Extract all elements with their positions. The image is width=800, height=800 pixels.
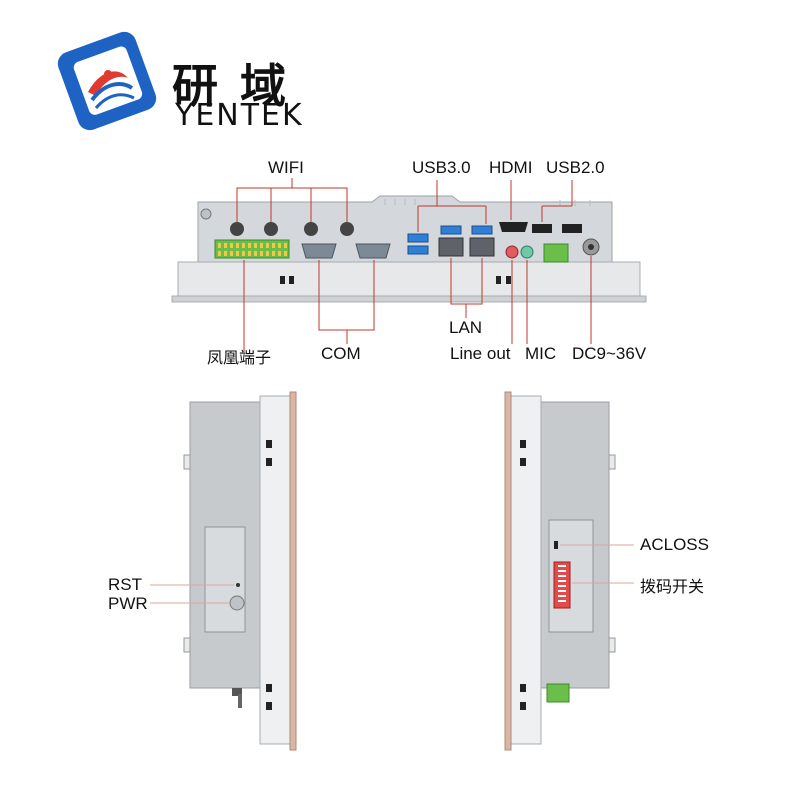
label-lan: LAN (449, 318, 483, 337)
label-line-out: Line out (450, 344, 511, 363)
label-dc: DC9~36V (572, 344, 647, 363)
left-side-view (183, 391, 297, 751)
label-wifi: WIFI (268, 158, 304, 177)
label-acloss: ACLOSS (640, 535, 709, 554)
callout-lines-right (560, 544, 634, 584)
label-dip-switch: 拨码开关 (640, 577, 705, 596)
logo-icon (57, 31, 157, 131)
label-usb3: USB3.0 (412, 158, 471, 177)
label-usb2: USB2.0 (546, 158, 605, 177)
callout-lines-top (236, 178, 573, 232)
callout-lines-left (150, 584, 234, 604)
label-pwr: PWR (108, 594, 148, 613)
brand-name-en: YENTEK (175, 98, 304, 133)
callout-lines-bottom (243, 256, 592, 352)
io-panel (171, 195, 647, 303)
label-mic: MIC (525, 344, 557, 363)
label-com: COM (321, 344, 361, 363)
label-hdmi: HDMI (489, 158, 533, 177)
right-side-view (504, 391, 616, 751)
label-phoenix-terminal: 凤凰端子 (207, 348, 272, 367)
brand-name-cn: 研域 (172, 59, 308, 113)
label-rst: RST (108, 575, 142, 594)
